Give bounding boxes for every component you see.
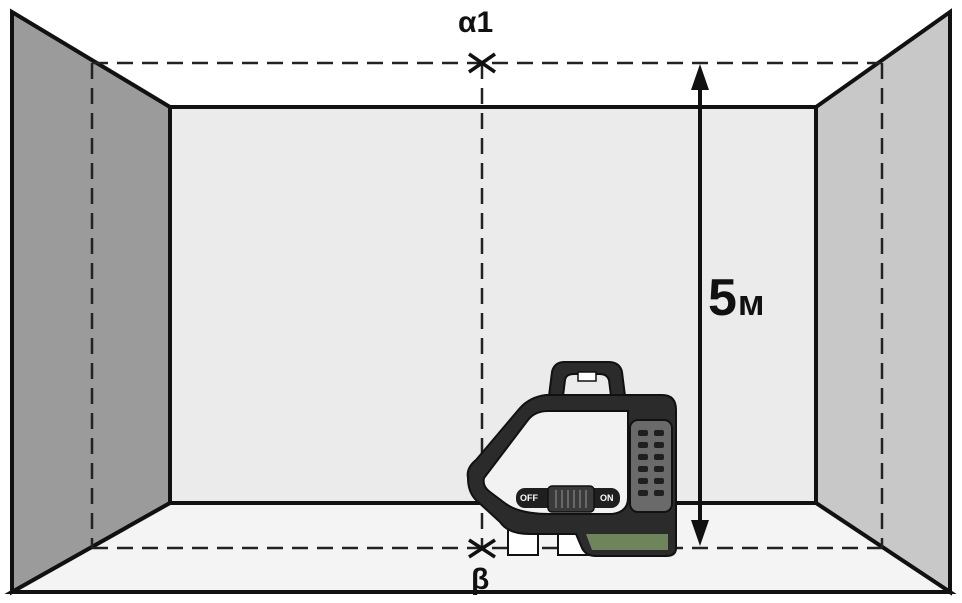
- device-side-grip: [629, 419, 673, 513]
- power-switch-slider: [547, 485, 595, 513]
- distance-value: 5: [708, 269, 738, 327]
- alpha-point-label: α1: [458, 6, 494, 39]
- switch-on-label: ON: [600, 493, 614, 503]
- laser-level-device: [466, 361, 677, 557]
- distance-label: 5м: [708, 268, 766, 328]
- grip-ridges: [638, 430, 664, 496]
- height-dimension-arrow: [691, 64, 709, 546]
- distance-unit: м: [737, 282, 766, 323]
- switch-off-label: OFF: [520, 493, 538, 503]
- beta-point-label: β: [471, 563, 490, 596]
- alpha-cross-mark: [468, 52, 496, 74]
- arrow-head-bottom: [691, 520, 709, 546]
- beta-cross-mark: [468, 538, 496, 559]
- device-green-accent: [586, 534, 668, 550]
- arrow-head-top: [691, 64, 709, 90]
